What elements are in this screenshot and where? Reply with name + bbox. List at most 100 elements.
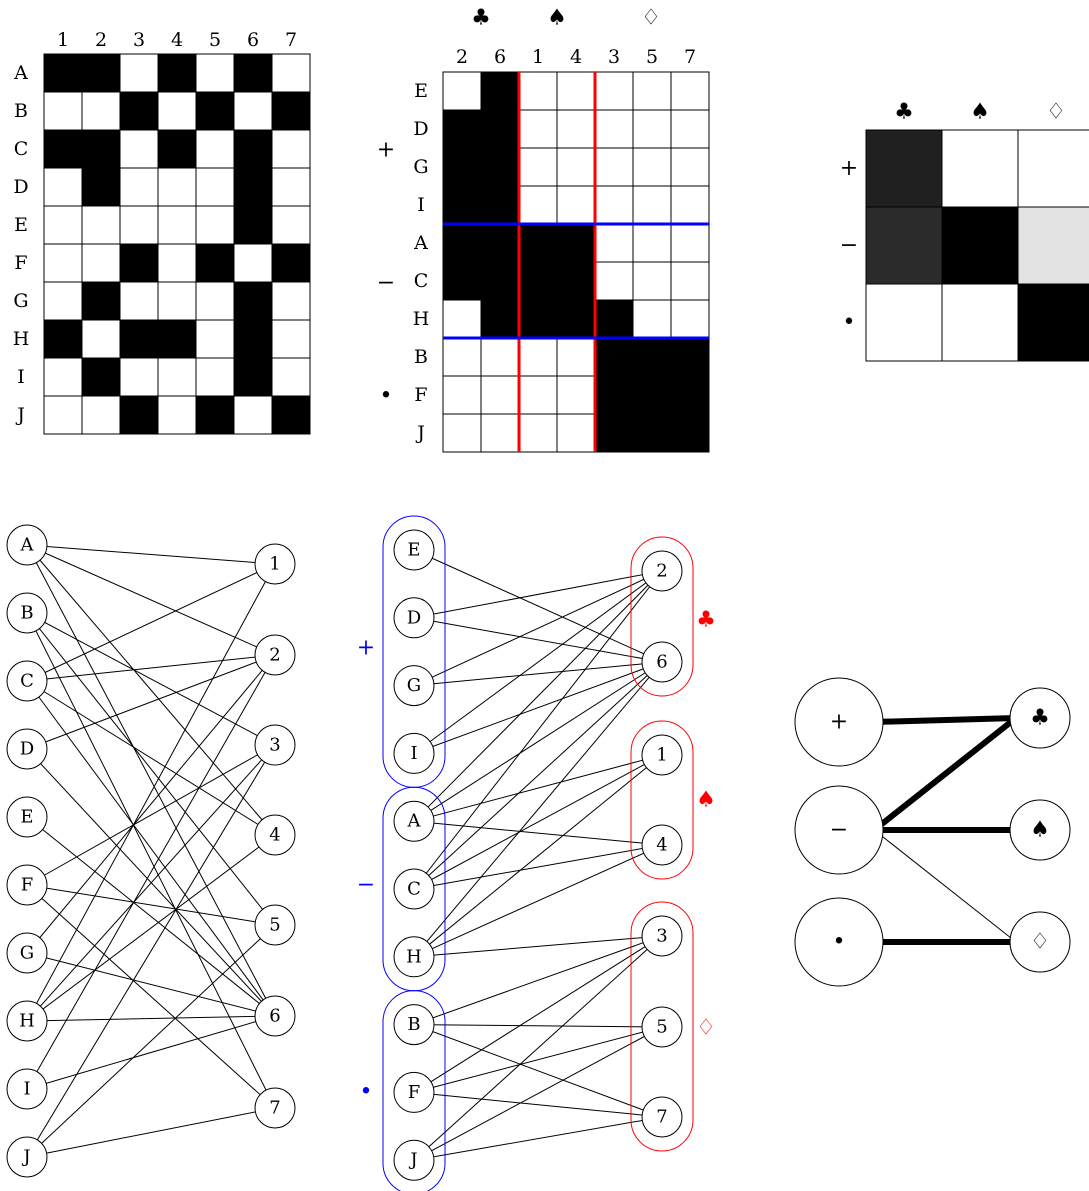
matrix-cell xyxy=(442,185,482,225)
row-group-node-label: • xyxy=(833,930,846,955)
graph-edge xyxy=(26,816,276,1017)
matrix-cell xyxy=(670,71,710,111)
quotient-graph-panel: +−•♣♠♢ xyxy=(794,677,1071,987)
row-node xyxy=(393,1139,435,1181)
matrix-cell xyxy=(594,375,634,415)
row-label: I xyxy=(17,366,25,388)
column-node xyxy=(641,641,683,683)
graph-edge xyxy=(26,544,276,656)
matrix-cell xyxy=(43,319,83,359)
graph-edge xyxy=(26,744,276,886)
block-cell xyxy=(865,283,943,362)
graph-edge xyxy=(413,570,663,890)
row-node-label: H xyxy=(406,946,422,967)
matrix-cell xyxy=(233,129,273,169)
graph-edge xyxy=(26,744,276,1158)
column-label: 4 xyxy=(171,29,183,51)
column-group-symbol: ♣ xyxy=(696,608,716,633)
matrix-cell xyxy=(195,205,235,245)
graph-edge xyxy=(26,744,276,1022)
row-label: C xyxy=(414,270,429,292)
row-label: B xyxy=(414,346,428,368)
row-node xyxy=(393,868,435,910)
matrix-cell xyxy=(556,261,596,301)
matrix-cell xyxy=(670,375,710,415)
matrix-cell xyxy=(119,167,159,207)
row-label: D xyxy=(13,176,28,198)
column-label: 4 xyxy=(570,46,582,68)
graph-edge xyxy=(413,1026,663,1093)
matrix-cell xyxy=(157,129,197,169)
matrix-cell xyxy=(271,395,311,435)
graph-edge xyxy=(413,754,663,822)
block-cell xyxy=(865,206,943,285)
matrix-cell xyxy=(195,53,235,93)
block-row-label: − xyxy=(840,233,858,258)
column-node xyxy=(254,1087,296,1129)
matrix-cell xyxy=(518,185,558,225)
matrix-cell xyxy=(271,129,311,169)
block-row-label: • xyxy=(843,310,856,335)
column-node xyxy=(254,904,296,946)
row-node xyxy=(6,524,48,566)
row-node xyxy=(393,597,435,639)
matrix-cell xyxy=(442,109,482,149)
row-node-label: D xyxy=(407,607,421,628)
column-label: 3 xyxy=(608,46,620,68)
matrix-cell xyxy=(43,281,83,321)
row-node xyxy=(6,592,48,634)
row-node xyxy=(6,1000,48,1042)
column-node xyxy=(641,824,683,866)
row-node xyxy=(393,800,435,842)
column-label: 6 xyxy=(494,46,506,68)
row-node xyxy=(6,660,48,702)
matrix-cell xyxy=(119,243,159,283)
column-node-label: 2 xyxy=(656,561,667,582)
matrix-cell xyxy=(43,243,83,283)
column-node xyxy=(641,550,683,592)
matrix-cell xyxy=(632,147,672,187)
matrix-cell xyxy=(480,375,520,415)
block-cell xyxy=(941,129,1019,208)
row-group-symbol: − xyxy=(357,873,375,898)
column-label: 1 xyxy=(57,29,69,51)
column-node xyxy=(641,1006,683,1048)
graph-edge xyxy=(413,570,663,754)
block-cell xyxy=(1017,129,1089,208)
graph-edge xyxy=(413,661,663,958)
column-node xyxy=(254,543,296,585)
matrix-cell xyxy=(556,375,596,415)
column-group-node xyxy=(1009,911,1071,973)
matrix-cell xyxy=(81,281,121,321)
graph-edge xyxy=(413,935,663,1161)
row-node-label: J xyxy=(21,1147,30,1168)
graph-edge xyxy=(26,563,276,1022)
row-label: F xyxy=(414,384,427,406)
block-column-label: ♣ xyxy=(894,100,914,125)
column-node xyxy=(254,724,296,766)
graph-edge xyxy=(26,612,276,746)
graph-edge xyxy=(26,1107,276,1158)
row-node-label: G xyxy=(407,675,421,696)
matrix-cell xyxy=(271,53,311,93)
row-node xyxy=(393,529,435,571)
graph-edge xyxy=(413,754,663,958)
block-cell xyxy=(941,283,1019,362)
graph-edge xyxy=(413,754,663,890)
row-node xyxy=(393,936,435,978)
matrix-cell xyxy=(195,281,235,321)
matrix-cell xyxy=(556,147,596,187)
matrix-cell xyxy=(518,109,558,149)
graph-edge xyxy=(413,617,663,663)
matrix-cell xyxy=(518,375,558,415)
matrix-cell xyxy=(233,243,273,283)
matrix-cell xyxy=(632,223,672,263)
matrix-cell xyxy=(81,53,121,93)
row-label: A xyxy=(13,62,28,84)
matrix-cell xyxy=(518,147,558,187)
graph-edge xyxy=(413,661,663,822)
matrix-cell xyxy=(119,319,159,359)
matrix-cell xyxy=(632,299,672,339)
matrix-cell xyxy=(43,53,83,93)
